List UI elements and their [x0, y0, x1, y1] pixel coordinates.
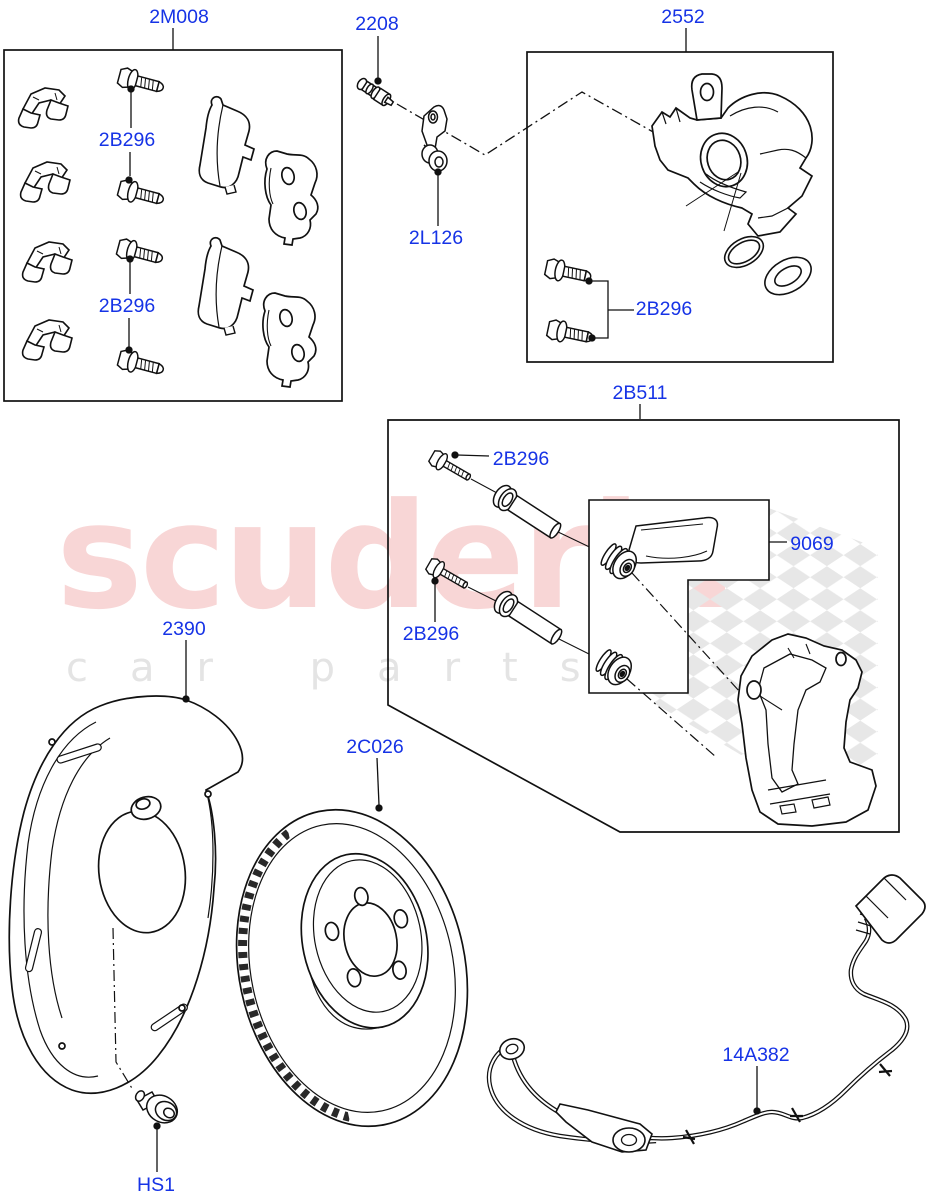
callout-disc-screw[interactable]: HS1	[137, 1174, 175, 1196]
callout-pad-kit[interactable]: 2M008	[149, 6, 209, 28]
guide-pin-sleeve-icon	[489, 587, 567, 650]
callout-guide-pin-upper[interactable]: 2B296	[492, 448, 550, 470]
callout-grease-sachet[interactable]: 9069	[790, 533, 834, 555]
brake-disc-icon	[235, 808, 469, 1128]
callout-caliper-bolts[interactable]: 2B296	[635, 298, 693, 320]
callout-carrier-kit[interactable]: 2B511	[612, 382, 668, 404]
watermark-tagline-text: car parts	[66, 645, 623, 691]
bleed-screw-drawing	[356, 77, 395, 107]
brake-pad-icon	[197, 236, 254, 336]
abs-sensor-harness-icon	[486, 874, 926, 1153]
caliper-bolt-icon	[545, 317, 596, 350]
callout-abs-sensor[interactable]: 14A382	[722, 1044, 790, 1066]
sensor-head-icon	[854, 874, 926, 944]
carrier-kit-box-drawing	[387, 419, 900, 833]
cable-clip-icon	[682, 1063, 893, 1145]
callout-hose-bracket[interactable]: 2L126	[408, 227, 464, 249]
callout-dust-shield[interactable]: 2390	[162, 618, 206, 640]
caliper-box-drawing	[526, 51, 834, 363]
brake-pad-icon	[264, 150, 319, 246]
caliper-bolt-icon	[543, 256, 594, 289]
callout-pad-bolts-upper[interactable]: 2B296	[98, 129, 156, 151]
piston-seal-icon	[723, 235, 765, 269]
brake-pad-icon	[262, 292, 317, 388]
callout-brake-disc[interactable]: 2C026	[346, 736, 404, 758]
pad-clip-icon	[21, 319, 73, 361]
pad-clip-icon	[19, 161, 71, 203]
pad-clip-icon	[17, 87, 69, 129]
pad-bolt-icon	[115, 177, 167, 211]
brake-pad-icon	[198, 95, 255, 195]
dust-seal-icon	[764, 256, 812, 296]
pad-bolt-icon	[114, 236, 166, 270]
callout-caliper[interactable]: 2552	[661, 6, 705, 28]
disc-screw-icon	[134, 1090, 179, 1124]
guide-pin-sleeve-icon	[488, 481, 566, 544]
guide-pin-bolt-icon	[426, 447, 475, 487]
callout-bleed-screw[interactable]: 2208	[355, 13, 399, 35]
pad-bolt-icon	[115, 347, 167, 381]
pad-bolt-icon	[115, 65, 167, 99]
shield-screw-axis-line	[112, 927, 134, 1091]
callout-guide-pin-lower[interactable]: 2B296	[402, 623, 460, 645]
caliper-icon	[651, 73, 814, 237]
callout-leader-lines	[125, 28, 787, 1172]
caliper-carrier-icon	[737, 633, 877, 827]
callout-pad-bolts-lower[interactable]: 2B296	[98, 295, 156, 317]
pad-clip-icon	[21, 241, 73, 283]
hose-bracket-drawing	[421, 104, 448, 172]
guide-pin-bolt-icon	[423, 555, 472, 595]
dust-shield-icon	[8, 695, 244, 1094]
pad-kit-box-drawing	[3, 49, 343, 402]
